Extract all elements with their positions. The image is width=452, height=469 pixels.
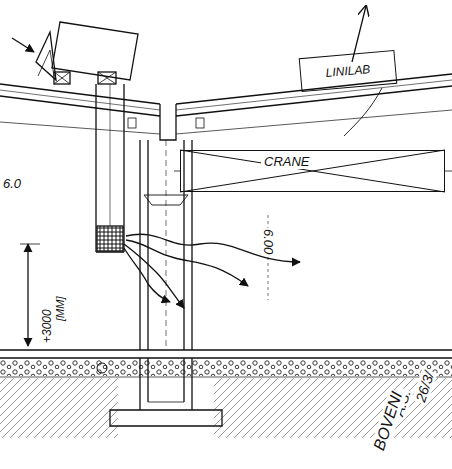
support-block — [98, 72, 116, 84]
gravel-bed — [0, 360, 452, 376]
dimension-line — [27, 244, 28, 346]
dimension-label: 6.00 — [261, 228, 276, 255]
drain-pipe — [97, 363, 107, 373]
support-block — [54, 72, 70, 84]
support-cross — [98, 72, 116, 84]
airflow-arrow — [124, 248, 170, 302]
duct — [96, 84, 124, 252]
pier-bottom — [148, 402, 184, 403]
foundation-pit — [118, 378, 214, 438]
ceiling-line — [0, 110, 452, 134]
airflow-arrow — [126, 240, 248, 286]
node-label: CRANE — [261, 154, 313, 169]
crane-rail — [174, 171, 452, 172]
crane-cross — [180, 150, 445, 192]
intake-arrow — [12, 38, 34, 52]
diffuser-grille — [97, 226, 123, 251]
exhaust-arrow — [352, 6, 366, 62]
beam-end — [128, 118, 136, 128]
centre-line — [166, 140, 167, 350]
pier — [140, 358, 192, 410]
duct-line — [110, 84, 111, 226]
gravel-edge — [0, 377, 452, 378]
footing — [110, 410, 222, 426]
node-label: LINILAB — [322, 62, 374, 80]
dimension-label: 6.0 — [2, 176, 22, 191]
crane-box: CRANE — [180, 150, 445, 192]
floor-slab — [0, 350, 452, 358]
dimension-label: [MM] — [54, 296, 66, 322]
roof-unit-hood — [36, 32, 56, 80]
hood-brace — [38, 50, 54, 76]
support-cross — [54, 72, 70, 84]
beam-end — [196, 118, 204, 128]
roof-unit — [52, 22, 138, 80]
airflow-arrow — [124, 244, 184, 308]
dimension-label: +3000 — [40, 308, 54, 344]
dimension-tick — [20, 244, 40, 245]
gutter — [160, 116, 176, 140]
leader-line — [344, 88, 382, 136]
unit-box: LINILAB — [299, 50, 398, 93]
